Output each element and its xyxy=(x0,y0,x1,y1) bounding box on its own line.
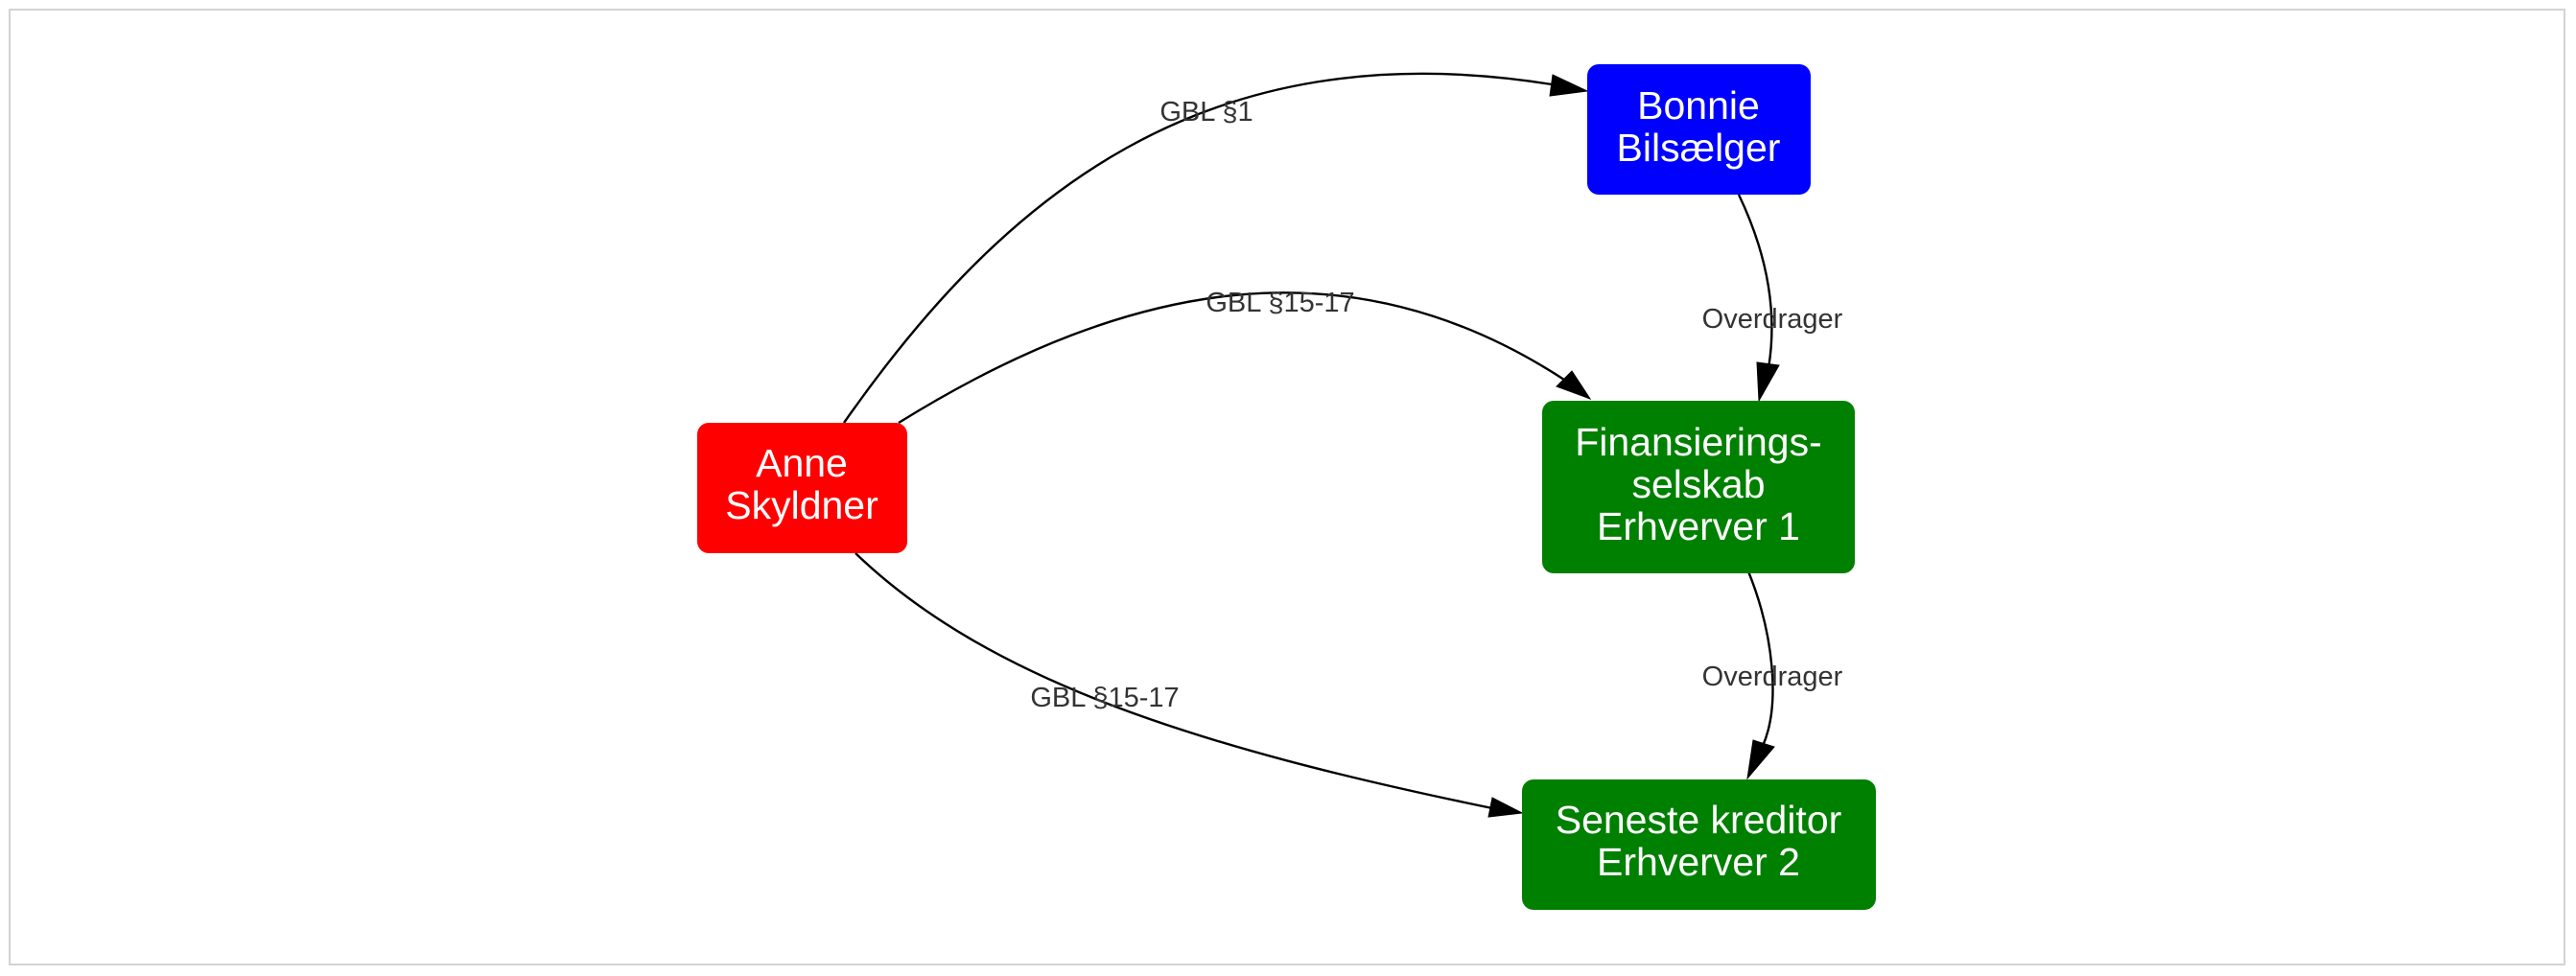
node-label-line-1: Seneste kreditor xyxy=(1556,798,1842,842)
edge-line xyxy=(1737,194,1773,369)
edge-label-overdrager-lower: Overdrager xyxy=(1702,662,1843,692)
edge-line xyxy=(855,552,1493,810)
edge-label-overdrager-upper: Overdrager xyxy=(1702,304,1843,335)
edge-anne-to-finans xyxy=(898,291,1592,425)
arrowhead-icon xyxy=(1549,74,1589,97)
edge-line xyxy=(898,291,1568,425)
diagram-frame xyxy=(9,9,2565,965)
edge-anne-to-bonnie xyxy=(843,72,1589,424)
edge-label-gbl-1: GBL §1 xyxy=(1159,97,1253,128)
node-label-line-2: Bilsælger xyxy=(1617,126,1781,170)
node-label-line-2: selskab xyxy=(1631,462,1765,506)
node-label-line-1: Finansierings- xyxy=(1575,420,1822,464)
node-label-line-1: Anne xyxy=(756,441,848,485)
node-seneste-kreditor: Seneste kreditor Erhverver 2 xyxy=(1522,779,1876,910)
arrowhead-icon xyxy=(1746,739,1775,780)
edge-label-gbl-15-17-upper: GBL §15-17 xyxy=(1206,288,1354,318)
edge-line xyxy=(1746,570,1774,747)
edge-finans-to-seneste xyxy=(1746,570,1775,780)
arrowhead-icon xyxy=(1556,370,1592,400)
edge-line xyxy=(843,72,1553,424)
node-box xyxy=(697,423,907,553)
edge-bonnie-to-finans xyxy=(1737,194,1780,403)
node-label-line-1: Bonnie xyxy=(1637,83,1760,128)
arrowhead-icon xyxy=(1756,361,1780,403)
arrowhead-icon xyxy=(1487,797,1524,818)
node-label-line-2: Erhverver 2 xyxy=(1597,840,1800,884)
edge-label-gbl-15-17-lower: GBL §15-17 xyxy=(1030,683,1179,713)
edge-anne-to-seneste xyxy=(855,552,1524,818)
node-box xyxy=(1542,401,1855,573)
node-bonnie-bilsaelger: Bonnie Bilsælger xyxy=(1587,64,1811,195)
node-anne-skyldner: Anne Skyldner xyxy=(697,423,907,553)
node-label-line-2: Skyldner xyxy=(725,483,878,527)
node-finansieringsselskab: Finansierings- selskab Erhverver 1 xyxy=(1542,401,1855,573)
node-label-line-3: Erhverver 1 xyxy=(1597,504,1800,548)
node-box xyxy=(1587,64,1811,195)
node-box xyxy=(1522,779,1876,910)
